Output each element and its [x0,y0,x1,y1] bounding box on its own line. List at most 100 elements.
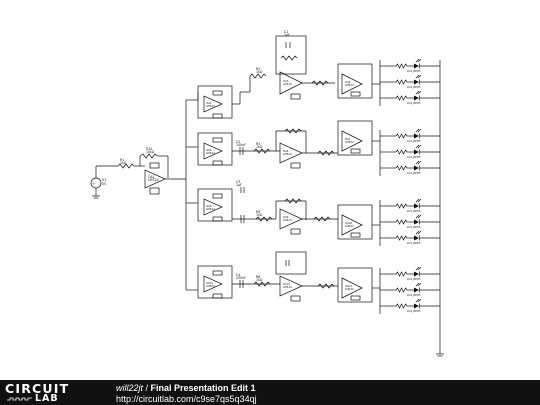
branch-4-c: C4 [236,273,240,277]
branch-2-cv: 100nF [236,143,246,147]
led-diode [414,149,419,155]
footer-text: will22jt / Final Presentation Edit 1 htt… [116,383,257,404]
led-unit: LD1_RED5 [380,298,440,313]
branch-1-amp: OA3 [283,79,289,83]
branch-4-buffer-part: LM324 [206,284,215,288]
branch-1-c: C1 [284,30,288,34]
branch-3-buffer: OA8 [206,204,212,208]
led-resistor [395,79,408,85]
logo-text-top: CIRCUIT [5,381,70,396]
led-resistor [395,149,408,155]
led-unit: LD1_RED5 [380,128,440,143]
led-part-label: LD1_RED5 [407,155,421,159]
branch-1-amp-part: LM324 [283,82,292,86]
title-separator: / [143,383,151,393]
led-part-label: LD1_RED5 [407,85,421,89]
led-part-label: LD1_RED5 [407,171,421,175]
led-diode [414,79,419,85]
input-stage: R1 1kΩ R10 10kΩ OA1 LM324 [117,147,186,195]
led-diode [414,133,419,139]
led-resistor [395,95,408,101]
rf-value: 10kΩ [146,150,155,154]
branch-2-rv: 1kΩ [256,145,263,149]
led-diode [414,165,419,171]
led-part-label: LD1_RED5 [407,309,421,313]
branch-2-buffer: OA5 [206,148,212,152]
branch-1-comp: OA4 [345,80,351,84]
led-part-label: LD1_RED5 [407,69,421,73]
v1-label: V1 [102,178,106,182]
circuit-title: Final Presentation Edit 1 [150,383,256,393]
led-resistor [395,165,408,171]
v1-value: 5V [102,182,107,186]
branch-1: OA2 LM324 R2 1kΩ C1 1µF OA3 LM324 OA4 LM… [186,30,380,119]
led-unit: LD1_RED5 [380,266,440,281]
logo-text-bottom: LAB [35,393,59,404]
led-resistor [395,271,408,277]
branch-1-buffer-part: LM324 [206,104,215,108]
circuitlab-logo[interactable]: CIRCUIT LAB [5,381,97,404]
branch-4-cv: 100nF [236,276,246,280]
branch-2-buffer-part: LM324 [206,151,215,155]
led-diode [414,287,419,293]
branch-2-c: C2 [236,140,240,144]
led-unit: LD1_RED5 [380,198,440,213]
led-resistor [395,203,408,209]
led-resistor [395,303,408,309]
branch-4: OA11 LM324 C4 100nF R8 1kΩ OA12 LM324 OA… [186,251,380,303]
branch-3-amp: OA9 [283,215,289,219]
branch-4-amp-part: LM324 [283,285,292,289]
branch-1-cv: 1µF [284,33,290,37]
branch-4-r: R8 [256,275,260,279]
led-diode [414,63,419,69]
led-unit: LD1_RED5 [380,90,440,105]
branch-1-r: R2 [256,67,260,71]
led-diode [414,303,419,309]
branch-4-buffer: OA11 [206,281,213,285]
branch-1-rv: 1kΩ [256,70,263,74]
branch-3-c: C3 [236,180,240,184]
led-unit: LD1_RED5 [380,74,440,89]
author-link[interactable]: will22jt [116,383,144,393]
input-source: +- V1 5V [90,165,118,199]
led-part-label: LD1_RED5 [407,101,421,105]
branch-2-r: R4 [256,142,260,146]
r1-value: 1kΩ [120,161,127,165]
svg-text:+-: +- [92,182,96,186]
branch-2: OA5 LM324 C2 100nF R4 1kΩ OA6 LM324 OA7 … [186,120,380,169]
footer-bar: CIRCUIT LAB will22jt / Final Presentatio… [0,380,540,405]
branch-3-r: R6 [256,210,260,214]
led-part-label: LD1_RED5 [407,293,421,297]
led-unit: LD1_RED5 [380,230,440,245]
branch-3-amp-part: LM324 [283,218,292,222]
led-diode [414,235,419,241]
led-part-label: LD1_RED5 [407,225,421,229]
branch-3-buffer-part: LM324 [206,207,215,211]
schematic-canvas: +- V1 5V R1 1kΩ R10 10kΩ OA1 LM324 OA2 [90,30,444,357]
led-diode [414,219,419,225]
branch-3: OA8 LM324 C3 1µF R6 1kΩ OA9 LM324 OA10 L… [186,180,380,240]
branch-3-cv: 1µF [236,183,242,187]
led-resistor [395,219,408,225]
branch-3-rv: 1kΩ [256,213,263,217]
branch-4-comp-part: LM324 [345,287,354,291]
led-resistor [395,133,408,139]
led-unit: LD1_RED5 [380,144,440,159]
branch-3-comp-part: LM324 [345,224,354,228]
branch-2-comp: OA7 [345,137,351,141]
circuit-url[interactable]: http://circuitlab.com/c9se7qs5q34qj [116,393,257,404]
led-part-label: LD1_RED5 [407,209,421,213]
branch-1-buffer: OA2 [206,101,212,105]
led-unit: LD1_RED5 [380,282,440,297]
branch-4-comp: OA13 [345,284,352,288]
branch-3-comp: OA10 [345,221,352,225]
branch-1-comp-part: LM324 [345,83,354,87]
r1-label: R1 [120,158,124,162]
oa1-part: LM324 [148,178,159,182]
led-resistor [395,63,408,69]
led-unit: LD1_RED5 [380,58,440,73]
led-diode [414,95,419,101]
circuit-title-line: will22jt / Final Presentation Edit 1 [116,383,257,394]
branch-2-comp-part: LM324 [345,140,354,144]
oa1-label: OA1 [148,175,155,179]
